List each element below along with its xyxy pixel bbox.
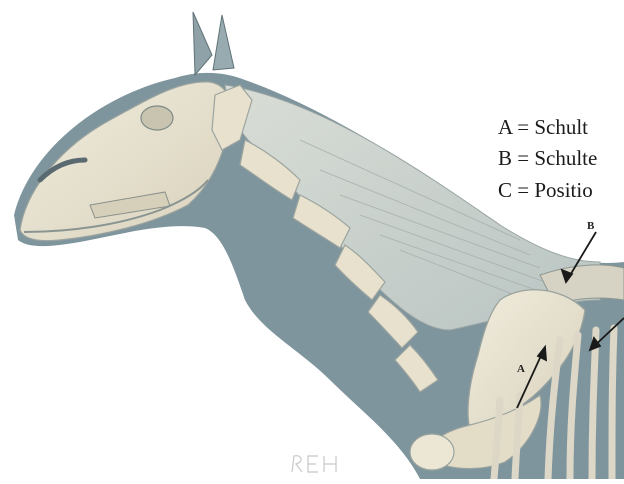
shoulder-joint [410, 434, 454, 470]
ear-left [193, 12, 212, 75]
marker-b-label: B [587, 221, 594, 232]
eye-orbit [141, 106, 173, 130]
legend-item-c: C = Positio [498, 180, 593, 201]
marker-a-label: A [517, 364, 525, 375]
legend-item-b: B = Schulte [498, 148, 597, 169]
legend-item-a: A = Schult [498, 117, 588, 138]
ear-right [213, 15, 234, 70]
artist-signature [288, 450, 348, 478]
